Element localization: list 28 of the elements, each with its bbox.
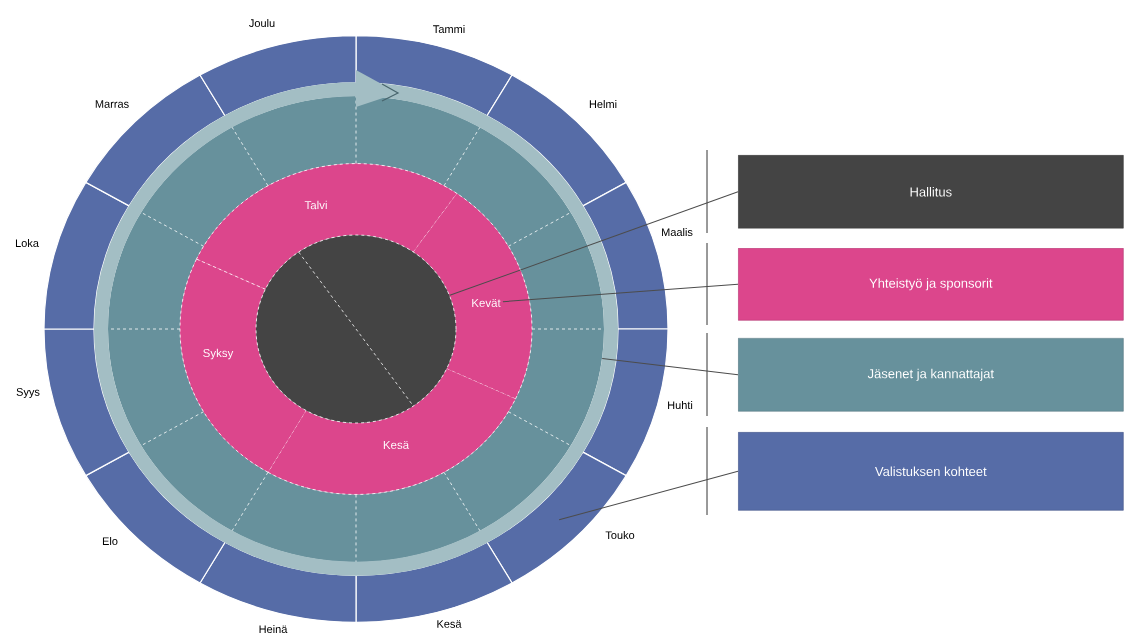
node-label: Tammi xyxy=(433,24,465,34)
leader-line xyxy=(449,191,739,296)
node-label: Huhti xyxy=(668,400,693,410)
legend-box: Yhteistyö ja sponsorit xyxy=(738,248,1124,321)
legend-box: Jäsenet ja kannattajat xyxy=(738,338,1124,412)
node-label: Syksy xyxy=(203,348,234,360)
node-label: Kesä xyxy=(437,620,462,628)
season-segment: Kevät xyxy=(413,193,533,400)
season-segment: Syksy xyxy=(179,258,306,473)
month-segment: Marras xyxy=(85,74,226,207)
center-circle xyxy=(255,234,457,424)
node-label: Kesä xyxy=(383,441,410,450)
node-label: Kevät xyxy=(472,299,501,308)
node-label: Heinä xyxy=(259,624,288,634)
node-label: Joulu xyxy=(249,18,275,28)
node-label: Loka xyxy=(15,238,39,248)
leader-line xyxy=(558,470,739,521)
leader-line xyxy=(601,358,739,376)
leader-line xyxy=(502,283,739,303)
season-segment: Talvi xyxy=(196,163,458,290)
node-label: Syys xyxy=(16,388,40,398)
season-segment: Kesä xyxy=(267,368,516,495)
node-label: Talvi xyxy=(304,200,327,210)
month-segment: Helmi xyxy=(486,74,627,207)
node-label: Maalis xyxy=(662,227,693,237)
legend-box: Hallitus xyxy=(738,155,1124,229)
legend-box: Valistuksen kohteet xyxy=(738,432,1124,511)
month-segment: Elo xyxy=(85,451,226,584)
